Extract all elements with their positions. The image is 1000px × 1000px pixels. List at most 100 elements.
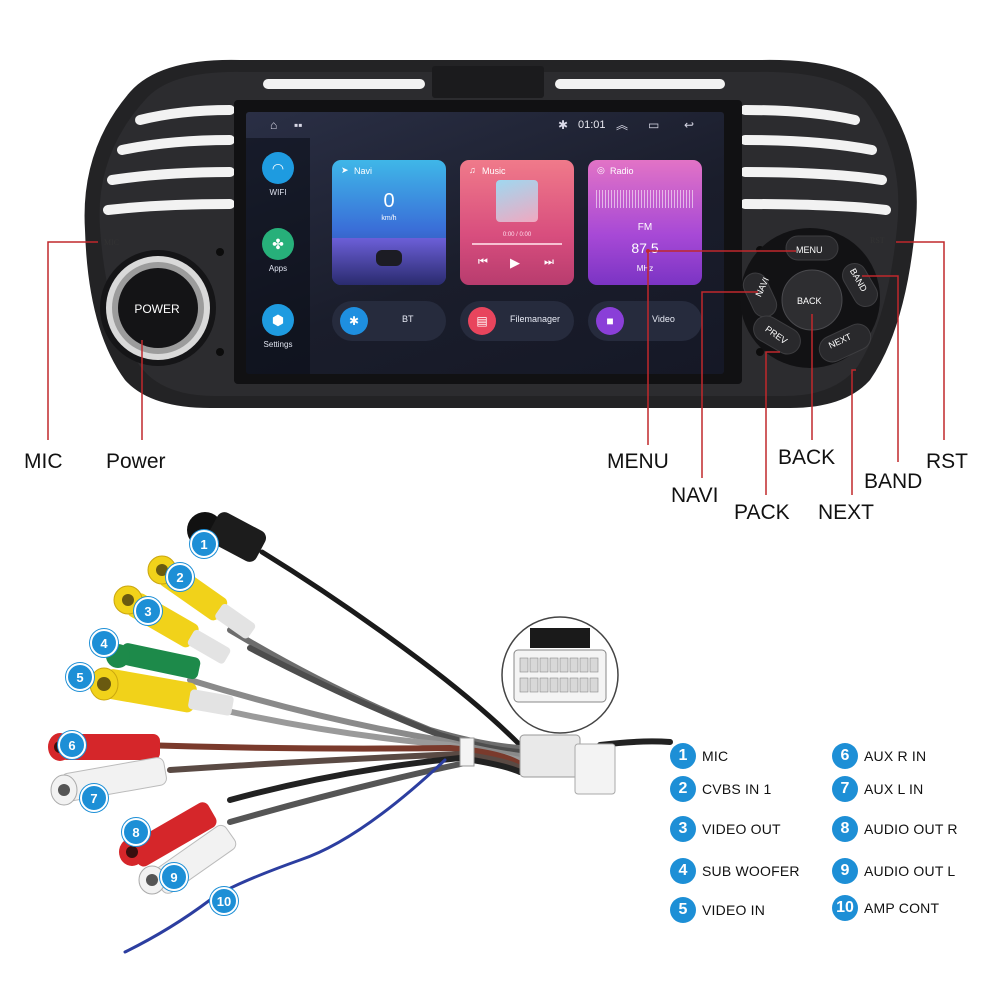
callout-power: Power: [106, 450, 166, 473]
sidebar-item-label: Settings: [263, 340, 293, 349]
car-icon: [376, 250, 402, 266]
legend-number: 2: [670, 776, 696, 802]
album-art: [496, 180, 538, 222]
mic-hole-label: MIC: [104, 238, 120, 247]
bt-shortcut[interactable]: ✱ BT: [332, 301, 446, 341]
progress-bar[interactable]: [472, 243, 562, 245]
expand-icon[interactable]: ︽: [616, 118, 629, 132]
legend-number: 1: [670, 743, 696, 769]
next-track-icon[interactable]: ⏭: [544, 256, 554, 268]
legend-number: 4: [670, 858, 696, 884]
pill-label: Filemanager: [510, 314, 561, 324]
harness-badge-7: 7: [80, 784, 108, 812]
harness-badge-6: 6: [58, 731, 86, 759]
callout-rst: RST: [926, 450, 968, 473]
navi-card[interactable]: ➤ Navi 0 km/h: [332, 160, 446, 285]
menu-button[interactable]: MENU: [796, 245, 823, 255]
video-icon: ■: [596, 307, 624, 335]
pill-label: Video: [652, 314, 675, 324]
pill-label: BT: [402, 314, 414, 324]
legend-number: 9: [832, 858, 858, 884]
legend-label: AMP CONT: [864, 900, 940, 916]
folder-icon: ▤: [468, 307, 496, 335]
legend-item: 8 AUDIO OUT R: [832, 815, 958, 843]
legend-label: AUX L IN: [864, 781, 924, 797]
radio-card[interactable]: ◎ Radio FM 87.5 MHz: [588, 160, 702, 285]
navigation-arrow-icon: ➤: [341, 165, 349, 175]
callout-next: NEXT: [818, 501, 875, 524]
radio-icon: ◎: [597, 165, 605, 175]
music-card-title: Music: [482, 166, 506, 176]
video-shortcut[interactable]: ■ Video: [588, 301, 702, 341]
legend-number: 3: [670, 816, 696, 842]
legend-number: 5: [670, 897, 696, 923]
legend-item: 10 AMP CONT: [832, 894, 939, 922]
callout-pack: PACK: [734, 501, 790, 524]
rst-hole-label: RST: [870, 236, 885, 245]
callout-menu: MENU: [607, 450, 669, 473]
home-icon[interactable]: ⌂: [270, 118, 278, 132]
sidebar-item-settings[interactable]: ⬢ Settings: [246, 304, 310, 349]
legend-item: 6 AUX R IN: [832, 742, 926, 770]
legend-label: AUX R IN: [864, 748, 927, 764]
recent-apps-icon[interactable]: ▭: [648, 118, 660, 132]
harness-badge-9: 9: [160, 863, 188, 891]
filemanager-shortcut[interactable]: ▤ Filemanager: [460, 301, 574, 341]
navi-card-title: Navi: [354, 166, 373, 176]
legend-item: 7 AUX L IN: [832, 775, 923, 803]
wifi-icon: ◠: [262, 152, 294, 184]
sidebar-item-label: WIFI: [269, 188, 287, 197]
legend-label: CVBS IN 1: [702, 781, 772, 797]
sidebar: ◠ WIFI ✤ Apps ⬢ Settings: [246, 138, 310, 374]
bluetooth-status-icon: ✱: [558, 118, 569, 132]
android-screen: ⌂ ▪▪ ✱ 01:01 ︽ ▭ ↩ ◠ WIFI ✤ Apps ⬢ Setti…: [246, 112, 724, 374]
harness-badge-4: 4: [90, 629, 118, 657]
legend-item: 2 CVBS IN 1: [670, 775, 772, 803]
harness-badge-5: 5: [66, 663, 94, 691]
harness-badge-1: 1: [190, 530, 218, 558]
previous-track-icon[interactable]: ⏮: [478, 256, 488, 268]
status-bar: ⌂ ▪▪ ✱ 01:01 ︽ ▭ ↩: [246, 112, 724, 138]
harness-badge-2: 2: [166, 563, 194, 591]
callout-lines: [47, 241, 945, 495]
harness-badge-8: 8: [122, 818, 150, 846]
callout-band: BAND: [864, 470, 923, 493]
settings-icon: ⬢: [262, 304, 294, 336]
legend-label: AUDIO OUT L: [864, 863, 956, 879]
callout-mic: MIC: [24, 450, 63, 473]
back-icon[interactable]: ↩: [684, 118, 695, 132]
legend-number: 8: [832, 816, 858, 842]
legend-label: SUB WOOFER: [702, 863, 800, 879]
legend-label: AUDIO OUT R: [864, 821, 958, 837]
headphones-icon: ♫: [469, 165, 476, 175]
callout-navi: NAVI: [671, 484, 719, 507]
callout-back: BACK: [778, 446, 836, 469]
apps-icon: ✤: [262, 228, 294, 260]
bluetooth-icon: ✱: [340, 307, 368, 335]
track-time: 0:00 / 0:00: [502, 232, 532, 238]
power-knob[interactable]: POWER: [134, 302, 180, 316]
legend-label: VIDEO IN: [702, 902, 766, 918]
legend-item: 5 VIDEO IN: [670, 896, 765, 924]
sidebar-item-apps[interactable]: ✤ Apps: [246, 228, 310, 273]
sidebar-item-wifi[interactable]: ◠ WIFI: [246, 152, 310, 197]
speed-value: 0: [383, 190, 395, 212]
clock: 01:01: [578, 119, 606, 131]
play-icon[interactable]: ▶: [510, 255, 520, 270]
legend-label: MIC: [702, 748, 729, 764]
harness-badge-3: 3: [134, 597, 162, 625]
legend-item: 4 SUB WOOFER: [670, 857, 800, 885]
harness-badge-10: 10: [210, 887, 238, 915]
radio-band: FM: [637, 222, 653, 233]
back-button[interactable]: BACK: [797, 296, 822, 306]
legend-number: 7: [832, 776, 858, 802]
music-card[interactable]: ♫ Music 0:00 / 0:00 ⏮ ▶ ⏭: [460, 160, 574, 285]
legend-item: 1 MIC: [670, 742, 728, 770]
legend-item: 3 VIDEO OUT: [670, 815, 781, 843]
speed-unit: km/h: [381, 215, 397, 222]
waveform-graphic: [596, 190, 694, 208]
legend-number: 6: [832, 743, 858, 769]
sidebar-item-label: Apps: [268, 264, 288, 273]
legend-item: 9 AUDIO OUT L: [832, 857, 955, 885]
